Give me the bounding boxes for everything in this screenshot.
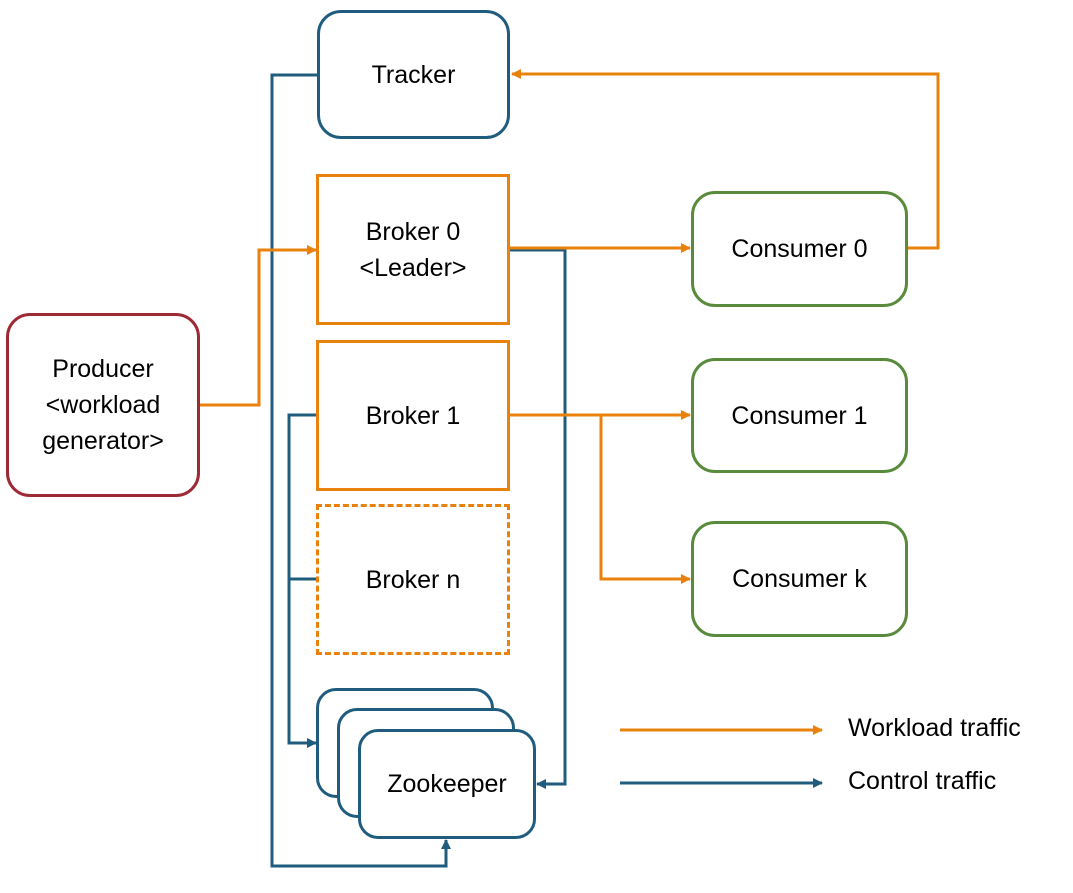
broker-0-role-label: <Leader> — [359, 253, 467, 282]
producer-label: Producer — [52, 355, 154, 383]
consumer-0-label: Consumer 0 — [731, 235, 868, 263]
tracker-label: Tracker — [371, 60, 456, 89]
broker-n-node: Broker n — [316, 504, 510, 655]
zookeeper-node: Zookeeper — [358, 729, 536, 839]
legend-workload-label: Workload traffic — [848, 714, 1021, 742]
consumer-0-node: Consumer 0 — [691, 191, 908, 307]
tracker-node: Tracker — [317, 10, 510, 139]
workload-line-producer-to-broker0 — [200, 245, 317, 407]
control-line-tracker-to-zookeeper — [270, 73, 451, 868]
consumer-k-label: Consumer k — [732, 565, 867, 593]
workload-line-broker1-to-consumerk — [599, 415, 691, 584]
producer-subtitle-line2: generator> — [42, 427, 164, 455]
zookeeper-label: Zookeeper — [387, 770, 507, 798]
consumer-1-label: Consumer 1 — [731, 401, 868, 430]
broker-1-label: Broker 1 — [365, 401, 461, 430]
producer-node: Producer <workload generator> — [6, 313, 200, 497]
broker-0-node: Broker 0 <Leader> — [316, 174, 510, 325]
consumer-1-node: Consumer 1 — [691, 358, 908, 473]
control-line-broker0-to-zookeeper — [510, 248, 567, 789]
broker-n-label: Broker n — [365, 565, 461, 594]
consumer-k-node: Consumer k — [691, 521, 908, 637]
broker-1-node: Broker 1 — [316, 340, 510, 491]
broker-0-label: Broker 0 — [365, 217, 461, 246]
legend-control-label: Control traffic — [848, 767, 997, 795]
workload-line-consumer0-to-tracker — [511, 69, 940, 250]
producer-subtitle-line1: <workload — [45, 391, 161, 419]
